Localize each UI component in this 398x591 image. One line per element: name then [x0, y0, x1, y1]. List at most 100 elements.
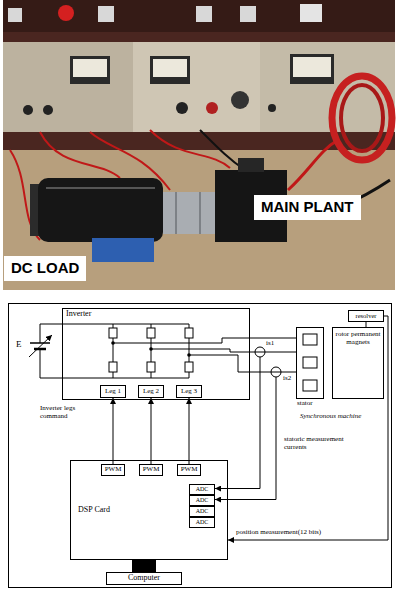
knob [43, 105, 53, 115]
junction-dot [187, 353, 191, 357]
node-text: ADC [196, 519, 209, 526]
cable-coil [341, 85, 383, 151]
instrument-panel [260, 42, 395, 132]
variable-arrow [29, 335, 52, 357]
dc-source-wire [40, 324, 62, 378]
table [3, 150, 395, 290]
resolver-box: resolver [348, 310, 384, 322]
wire [288, 140, 338, 190]
wire [150, 130, 230, 168]
wire [40, 132, 120, 178]
coupling-ring [199, 192, 201, 234]
signal-label: statoric measurement currents [284, 436, 354, 451]
phase-wire [151, 349, 250, 352]
stator-box: stator [296, 327, 324, 399]
connector [250, 352, 296, 353]
dc-source-plate [30, 342, 50, 344]
phase-wire [113, 338, 250, 343]
connector [189, 398, 190, 464]
node-text: PWM [143, 466, 160, 474]
leg-box: Leg 3 [176, 385, 202, 398]
pwm-box: PWM [101, 464, 125, 476]
phase-wire [189, 355, 250, 372]
shelf [3, 0, 395, 32]
measurement-wire [215, 377, 276, 500]
knob [176, 102, 188, 114]
connector [250, 372, 296, 373]
photo-label: MAIN PLANT [254, 195, 361, 220]
junction-dot [111, 341, 115, 345]
diagram-border [9, 304, 392, 588]
knob [23, 105, 33, 115]
coupling [163, 192, 215, 234]
current-label: is2 [283, 375, 291, 383]
stator-winding [303, 380, 317, 391]
connector [113, 398, 114, 464]
current-label: is1 [266, 340, 274, 348]
meter-face [73, 59, 107, 77]
leg-box: Leg 2 [138, 385, 164, 398]
adc-box: ADC [189, 506, 215, 517]
wall [3, 0, 395, 290]
node-text: ADC [196, 508, 209, 515]
photo-label: DC LOAD [4, 256, 86, 281]
motor-highlight [46, 187, 155, 189]
node-text: PWM [105, 466, 122, 474]
blue-box [92, 238, 154, 262]
socket [196, 6, 212, 22]
switch-symbol [147, 328, 155, 338]
adc-box: ADC [189, 484, 215, 495]
meter [150, 56, 190, 84]
knob [268, 104, 276, 112]
node-text: resolver [356, 312, 377, 319]
meter-face [153, 59, 187, 77]
node-text: Leg 1 [105, 388, 121, 396]
connector [228, 316, 388, 540]
switch-symbol [185, 362, 193, 372]
node-text: Inverter [66, 310, 91, 319]
inverter-legs [109, 324, 250, 378]
dc-bus [62, 324, 189, 378]
motor-connector [238, 158, 264, 172]
socket [98, 6, 114, 22]
instrument-panel [3, 42, 133, 132]
instrument-panel [3, 42, 395, 132]
meter [290, 54, 334, 84]
inverter-box: InverterLeg 1 Leg 2 Leg 3 [62, 308, 250, 400]
knob [206, 102, 218, 114]
cable-coil [332, 76, 392, 160]
node-text: ADC [196, 497, 209, 504]
node-text: Computer [128, 574, 160, 583]
socket [300, 4, 322, 22]
node-text: PWM [181, 466, 198, 474]
signal-label: Inverter legs command [40, 405, 100, 420]
emergency-button [58, 5, 74, 21]
node-text: stator [297, 400, 313, 408]
socket [240, 6, 256, 22]
meter [70, 56, 110, 84]
switch-symbol [185, 328, 193, 338]
stator-winding [303, 334, 317, 345]
node-text: rotor permanent magnets [335, 331, 381, 346]
node-text: Leg 2 [143, 388, 159, 396]
pwm-box: PWM [139, 464, 163, 476]
switch-symbol [147, 362, 155, 372]
data-bus [132, 560, 156, 572]
dsp-card-box: DSP Card PWM PWM PWM ADC ADC ADC ADC [70, 460, 228, 560]
switch-symbol [109, 328, 117, 338]
adc-box: ADC [189, 495, 215, 506]
node-text: ADC [196, 486, 209, 493]
machine-label: Synchronous machine [300, 413, 361, 421]
dc-motor [38, 178, 163, 242]
leg-box: Leg 1 [100, 385, 126, 398]
coupling-ring [175, 192, 177, 234]
junction-dot [149, 347, 153, 351]
measurement-wire [215, 357, 260, 489]
socket [8, 8, 22, 22]
connector [250, 338, 296, 339]
rotor-box: rotor permanent magnets [332, 327, 384, 399]
adc-box: ADC [189, 517, 215, 528]
switch-symbol [109, 362, 117, 372]
node-text: DSP Card [78, 506, 110, 515]
